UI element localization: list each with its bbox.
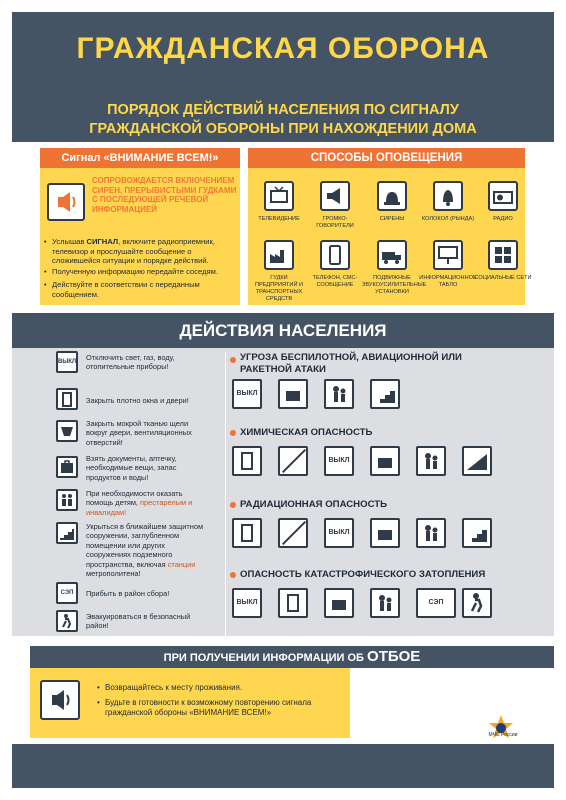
notify-label-info-board: ИНФОРМАЦИОННОЕ ТАБЛО xyxy=(419,275,477,288)
help-people-icon xyxy=(370,588,400,618)
help-people-icon xyxy=(56,489,78,511)
documents-kit-icon xyxy=(370,518,400,548)
documents-kit-icon xyxy=(56,456,78,478)
switch-off-icon: ВЫКЛ xyxy=(232,588,262,618)
help-people-icon xyxy=(416,518,446,548)
shelter-icon xyxy=(370,379,400,409)
notify-label-bell: КОЛОКОЛ (РЫНДА) xyxy=(421,216,475,222)
notify-label-phone: ТЕЛЕФОН, СМС-СООБЩЕНИЕ xyxy=(312,275,358,288)
tv-icon xyxy=(264,181,294,211)
switch-off-icon: ВЫКЛ xyxy=(324,446,354,476)
factory-horn-icon xyxy=(264,240,294,270)
action-switch-off: Отключить свет, газ, воду, отопительные … xyxy=(86,353,175,372)
radio-icon xyxy=(488,181,518,211)
notify-label-tv: ТЕЛЕВИДЕНИЕ xyxy=(258,216,300,222)
hazard-bullet xyxy=(230,357,236,363)
notify-label-loudspeaker: ГРОМКО-ГОВОРИТЕЛИ xyxy=(316,216,354,229)
loudspeaker-icon xyxy=(320,181,350,211)
no-ventilation-icon xyxy=(278,446,308,476)
hazard-chemical: ХИМИЧЕСКАЯ ОПАСНОСТЬ xyxy=(240,427,373,438)
documents-kit-icon xyxy=(370,446,400,476)
shelter-icon xyxy=(462,518,492,548)
hazard-bullet xyxy=(230,430,236,436)
evac-point-icon: СЭП xyxy=(416,588,456,618)
evac-point-icon: СЭП xyxy=(56,582,78,604)
no-ventilation-icon xyxy=(278,518,308,548)
notify-label-mobile-units: ПОДВИЖНЫЕ ЗВУКОУСИЛИТЕЛЬНЫЕ УСТАНОВКИ xyxy=(362,275,427,295)
door-icon xyxy=(232,518,262,548)
truck-icon xyxy=(377,240,407,270)
hazard-flood: ОПАСНОСТЬ КАТАСТРОФИЧЕСКОГО ЗАТОПЛЕНИЯ xyxy=(240,569,486,580)
bell-icon xyxy=(433,181,463,211)
signal-title: Сигнал «ВНИМАНИЕ ВСЕМ!» xyxy=(40,148,240,168)
info-board-icon xyxy=(433,240,463,270)
documents-kit-icon xyxy=(278,379,308,409)
help-people-icon xyxy=(416,446,446,476)
action-help-others: При необходимости оказать помощь детям, … xyxy=(86,489,193,517)
notify-title: СПОСОБЫ ОПОВЕЩЕНИЯ xyxy=(248,148,525,168)
signal-bullet-1: •Услышав СИГНАЛ, включите радиоприемник,… xyxy=(44,237,215,266)
help-people-icon xyxy=(324,379,354,409)
action-evacuate: Эвакуироваться в безопасный район! xyxy=(86,612,191,631)
door-icon xyxy=(56,388,78,410)
hazard-bullet xyxy=(230,502,236,508)
switch-off-icon: ВЫКЛ xyxy=(324,518,354,548)
otboy-title: ПРИ ПОЛУЧЕНИИ ИНФОРМАЦИИ ОБ ОТБОЕ xyxy=(30,646,554,668)
wet-cloth-icon xyxy=(56,420,78,442)
hazard-bullet xyxy=(230,572,236,578)
switch-off-icon: ВЫКЛ xyxy=(232,379,262,409)
header-banner: ГРАЖДАНСКАЯ ОБОРОНА ПОРЯДОК ДЕЙСТВИЙ НАС… xyxy=(12,12,554,142)
siren-icon xyxy=(377,181,407,211)
speaker-icon xyxy=(40,680,80,720)
documents-kit-icon xyxy=(324,588,354,618)
otboy-card xyxy=(30,668,350,738)
action-take-documents: Взять документы, аптечку, необходимые ве… xyxy=(86,454,177,482)
notify-label-radio: РАДИО xyxy=(493,216,513,222)
hazard-air-attack: УГРОЗА БЕСПИЛОТНОЙ, АВИАЦИОННОЙ ИЛИ РАКЕ… xyxy=(240,352,462,375)
evacuate-icon xyxy=(56,610,78,632)
switch-off-icon: ВЫКЛ xyxy=(56,351,78,373)
social-network-icon xyxy=(488,240,518,270)
action-take-shelter: Укрыться в ближайшем защитном сооружении… xyxy=(86,522,204,579)
page-title: ГРАЖДАНСКАЯ ОБОРОНА xyxy=(76,32,490,65)
signal-bullet-2: •Полученную информацию передайте соседям… xyxy=(44,267,218,276)
otboy-bullet-1: •Возвращайтесь к месту проживания. xyxy=(97,683,243,692)
hazard-radiation: РАДИАЦИОННАЯ ОПАСНОСТЬ xyxy=(240,499,388,510)
shelter-icon xyxy=(56,522,78,544)
footer-band xyxy=(12,744,554,788)
signal-bullet-3: •Действуйте в соответствии с переданным … xyxy=(44,280,200,299)
action-assembly: Прибыть в район сбора! xyxy=(86,589,170,598)
otboy-bullet-2: •Будьте в готовности к возможному повтор… xyxy=(97,698,312,717)
door-icon xyxy=(278,588,308,618)
page-subtitle: ПОРЯДОК ДЕЙСТВИЙ НАСЕЛЕНИЯ ПО СИГНАЛУ ГР… xyxy=(12,101,554,139)
emercom-emblem-icon xyxy=(487,714,515,746)
speaker-icon xyxy=(47,183,85,221)
action-close-windows: Закрыть плотно окна и двери! xyxy=(86,396,189,405)
notify-label-siren: СИРЕНЫ xyxy=(379,216,405,222)
notify-label-social: СОЦИАЛЬНЫЕ СЕТИ xyxy=(474,275,532,281)
evacuate-icon xyxy=(462,588,492,618)
actions-divider xyxy=(225,352,226,636)
door-icon xyxy=(232,446,262,476)
logo-caption: МЧС России xyxy=(488,732,518,738)
upper-floor-icon xyxy=(462,446,492,476)
notify-label-horns: ГУДКИ ПРЕДПРИЯТИЙ И ТРАНСПОРТНЫХ СРЕДСТВ xyxy=(254,275,304,302)
signal-description: СОПРОВОЖДАЕТСЯ ВКЛЮЧЕНИЕМ СИРЕН, ПРЕРЫВИ… xyxy=(92,176,237,214)
actions-title: ДЕЙСТВИЯ НАСЕЛЕНИЯ xyxy=(12,313,554,348)
subtitle-line-2: ГРАЖДАНСКОЙ ОБОРОНЫ ПРИ НАХОЖДЕНИИ ДОМА xyxy=(89,121,477,137)
subtitle-line-1: ПОРЯДОК ДЕЙСТВИЙ НАСЕЛЕНИЯ ПО СИГНАЛУ xyxy=(107,102,459,118)
phone-icon xyxy=(320,240,350,270)
action-seal-gaps: Закрыть мокрой тканью щели вокруг двери,… xyxy=(86,419,192,447)
